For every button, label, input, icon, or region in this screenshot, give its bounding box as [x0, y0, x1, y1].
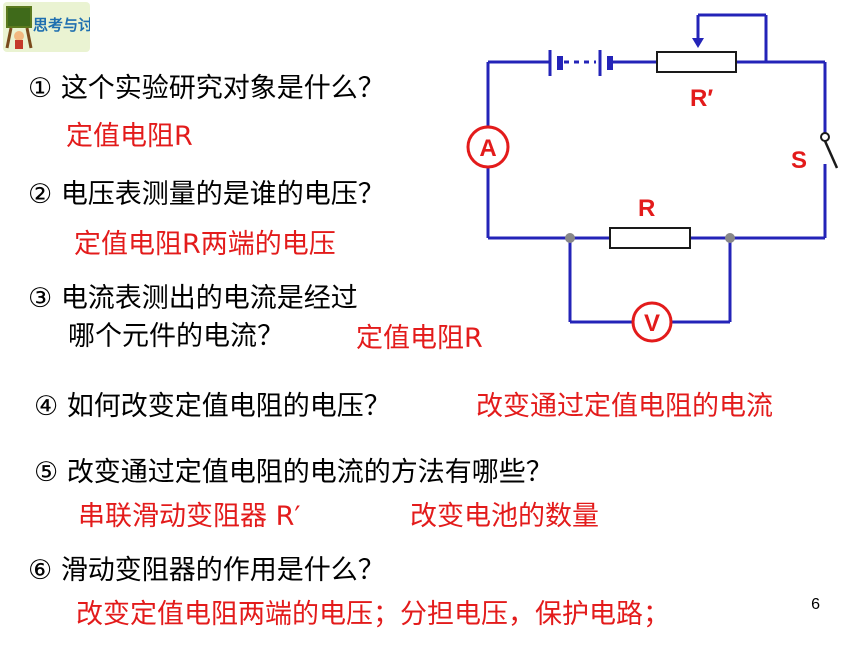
rheostat-label: R′ [690, 85, 713, 112]
question-1-text: 这个实验研究对象是什么？ [60, 73, 385, 104]
switch-icon [820, 128, 839, 172]
rheostat [656, 51, 737, 73]
question-1-number: ① [28, 73, 53, 104]
question-3-text-line2: 哪个元件的电流？ [68, 321, 284, 352]
question-6-number: ⑥ [28, 555, 53, 586]
circuit-diagram: R′ S A R V [466, 13, 839, 343]
junction-node-right [725, 233, 735, 243]
answer-5b: 改变电池的数量 [410, 501, 599, 532]
voltmeter-label: V [644, 310, 660, 337]
answer-6: 改变定值电阻两端的电压；分担电压，保护电路； [76, 599, 670, 630]
resistor [609, 227, 691, 249]
question-2-text: 电压表测量的是谁的电压？ [60, 179, 385, 210]
discussion-badge-icon: 思考与讨论 [3, 2, 109, 52]
slider-arrow-icon [692, 38, 704, 48]
ammeter-label: A [479, 135, 496, 162]
answer-2: 定值电阻R两端的电压 [74, 229, 336, 260]
question-4: ④ 如何改变定值电阻的电压？ [34, 384, 391, 423]
junction-node-left [565, 233, 575, 243]
answer-3: 定值电阻R [356, 323, 483, 354]
switch-label: S [791, 147, 807, 174]
badge-text: 思考与讨论 [33, 16, 90, 34]
voltmeter [631, 301, 673, 343]
battery-icon [548, 50, 613, 76]
question-5: ⑤ 改变通过定值电阻的电流的方法有哪些？ [34, 450, 553, 489]
answer-1: 定值电阻R [66, 121, 193, 152]
discussion-badge: 思考与讨论 [3, 2, 109, 52]
question-6-text: 滑动变阻器的作用是什么？ [60, 555, 385, 586]
question-2-number: ② [28, 179, 53, 210]
answer-4: 改变通过定值电阻的电流 [476, 391, 773, 422]
question-6: ⑥ 滑动变阻器的作用是什么？ [28, 548, 385, 587]
question-5-number: ⑤ [34, 457, 59, 488]
question-2: ② 电压表测量的是谁的电压？ [28, 172, 385, 211]
page-number: 6 [811, 596, 820, 613]
question-3: ③ 电流表测出的电流是经过 [28, 276, 358, 315]
question-1: ① 这个实验研究对象是什么？ [28, 66, 385, 105]
ammeter [466, 125, 510, 169]
question-4-text: 如何改变定值电阻的电压？ [66, 391, 391, 422]
question-5-text: 改变通过定值电阻的电流的方法有哪些？ [66, 457, 553, 488]
question-3-number: ③ [28, 283, 53, 314]
answer-5a: 串联滑动变阻器 R′ [78, 501, 301, 532]
question-4-number: ④ [34, 391, 59, 422]
question-3-text-line1: 电流表测出的电流是经过 [60, 283, 358, 314]
resistor-label: R [638, 195, 655, 222]
